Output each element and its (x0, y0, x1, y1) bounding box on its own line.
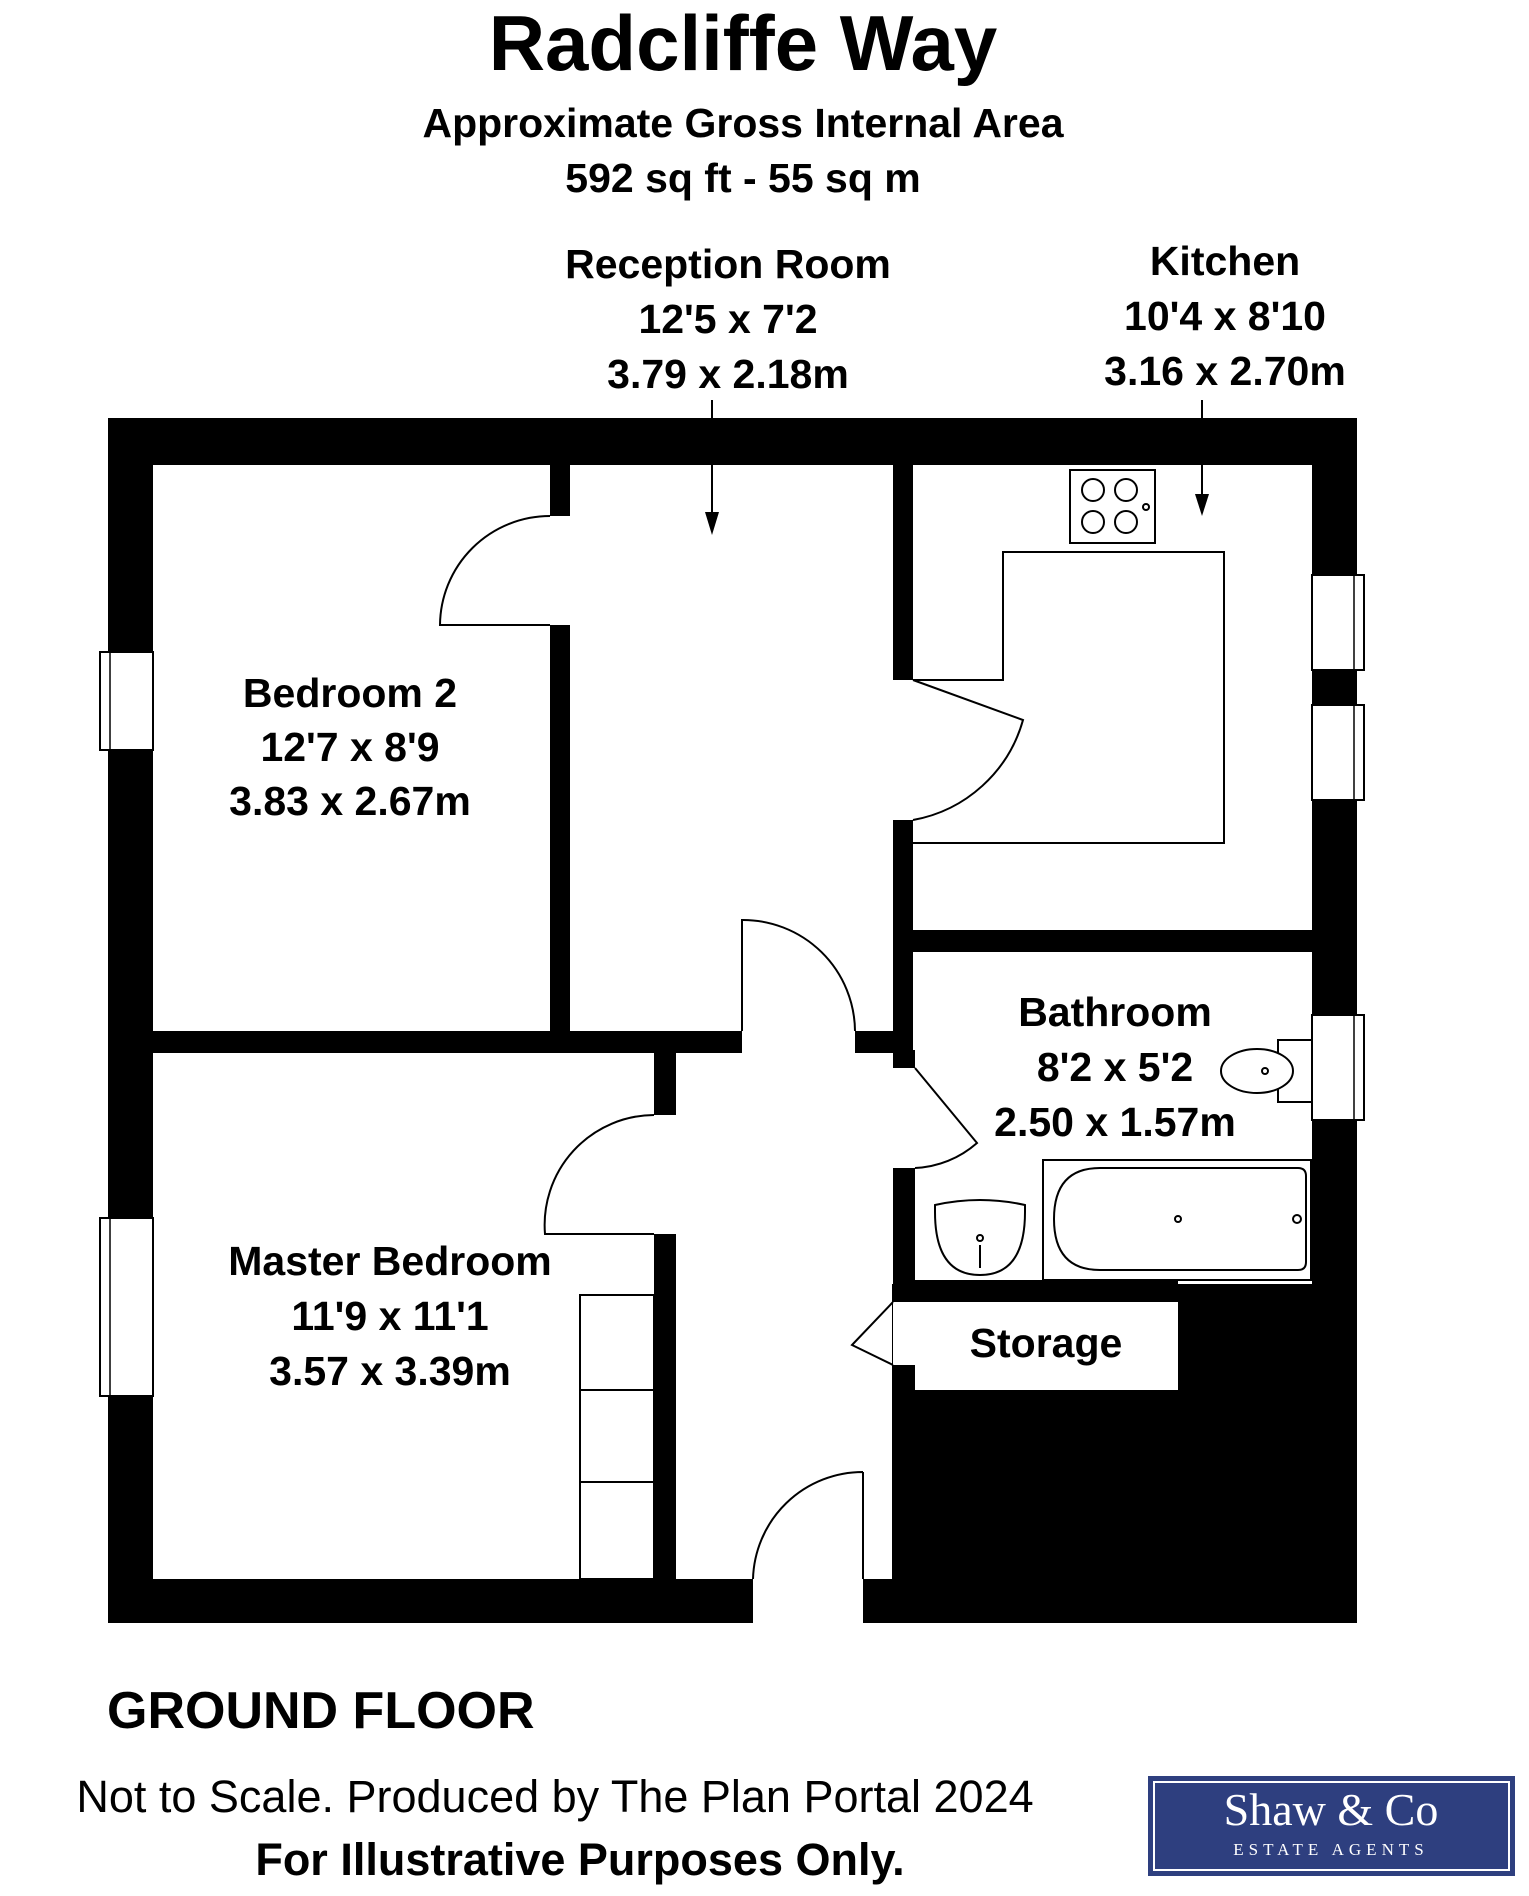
bedroom2-metric: 3.83 x 2.67m (229, 778, 471, 824)
doors (438, 515, 1025, 1580)
shaw-co-logo: Shaw & Co ESTATE AGENTS (1148, 1776, 1515, 1876)
bath-icon (1042, 1159, 1312, 1281)
bedroom2-name: Bedroom 2 (243, 670, 457, 716)
reception-room-metric: 3.79 x 2.18m (607, 351, 849, 397)
wall-hall-bathroom-upper (893, 1050, 915, 1068)
wall-reception-hall-right (855, 1031, 913, 1053)
wall-reception-kitchen-upper (893, 462, 913, 680)
wall-kitchen-bathroom (893, 930, 1312, 952)
hob-icon (1069, 469, 1156, 544)
storage-room-left-gap (893, 1302, 915, 1365)
solid-block-top (1178, 1284, 1357, 1394)
wall-bathroom-storage (893, 1280, 1178, 1302)
outer-wall-bottom-left (108, 1579, 753, 1623)
storage-label: Storage (970, 1320, 1123, 1366)
kitchen-counter (913, 551, 1225, 844)
plan-title: Radcliffe Way (489, 0, 998, 87)
window-kitchen-2 (1311, 704, 1365, 801)
master-bedroom-name: Master Bedroom (228, 1238, 552, 1284)
bedroom2-imperial: 12'7 x 8'9 (260, 724, 439, 770)
front-door-gap (753, 1579, 863, 1623)
area-label: Approximate Gross Internal Area (422, 100, 1064, 146)
window-kitchen-1 (1311, 574, 1365, 671)
kitchen-imperial: 10'4 x 8'10 (1124, 293, 1326, 339)
door-storage (850, 1301, 894, 1366)
wall-bed2-master (150, 1031, 742, 1053)
windows (99, 574, 1365, 1397)
bathroom-label: Bathroom 8'2 x 5'2 2.50 x 1.57m (994, 989, 1236, 1145)
window-bedroom2 (99, 651, 154, 751)
floor-label: GROUND FLOOR (107, 1682, 535, 1740)
bathroom-name: Bathroom (1018, 989, 1212, 1035)
wall-reception-hall-left (710, 1031, 740, 1041)
logo-name: Shaw & Co (1224, 1784, 1439, 1835)
reception-room-imperial: 12'5 x 7'2 (638, 296, 817, 342)
storage-room (915, 1302, 1178, 1390)
wall-bed2-reception-upper (550, 462, 570, 516)
wall-master-hall-lower (654, 1234, 676, 1582)
master-bedroom-label: Master Bedroom 11'9 x 11'1 3.57 x 3.39m (228, 1238, 552, 1394)
reception-room-label: Reception Room 12'5 x 7'2 3.79 x 2.18m (565, 241, 891, 397)
toilet-icon (1220, 1039, 1313, 1103)
outer-wall-top (108, 418, 1357, 465)
outer-wall-right-upper (1312, 418, 1357, 1284)
wardrobe (579, 1294, 655, 1580)
window-bathroom (1311, 1014, 1365, 1121)
door-front (752, 1471, 864, 1580)
kitchen-label: Kitchen 10'4 x 8'10 3.16 x 2.70m (1104, 238, 1346, 394)
bedroom2-label: Bedroom 2 12'7 x 8'9 3.83 x 2.67m (229, 670, 471, 824)
outer-wall-left (108, 418, 153, 1623)
kitchen-pointer-arrowhead (1195, 494, 1209, 516)
wall-hall-bathroom-lower (893, 1168, 915, 1301)
door-reception-hall (741, 918, 856, 1032)
door-master-bedroom (543, 1114, 655, 1235)
door-bathroom (914, 1067, 979, 1169)
bathroom-imperial: 8'2 x 5'2 (1037, 1044, 1193, 1090)
basin-icon (934, 1199, 1026, 1277)
logo-tagline: ESTATE AGENTS (1233, 1840, 1428, 1859)
master-bedroom-imperial: 11'9 x 11'1 (291, 1293, 488, 1339)
door-bedroom2 (438, 515, 551, 626)
wall-storage-left-lower (893, 1365, 915, 1583)
master-bedroom-metric: 3.57 x 3.39m (269, 1348, 511, 1394)
bathroom-metric: 2.50 x 1.57m (994, 1099, 1236, 1145)
area-value: 592 sq ft - 55 sq m (565, 155, 920, 201)
door-kitchen (912, 679, 1025, 821)
reception-pointer-arrowhead (705, 512, 719, 535)
kitchen-metric: 3.16 x 2.70m (1104, 348, 1346, 394)
footer-illustrative: For Illustrative Purposes Only. (255, 1834, 904, 1885)
wall-bed2-reception-lower (550, 625, 570, 1035)
window-master (99, 1217, 154, 1397)
kitchen-name: Kitchen (1150, 238, 1300, 284)
reception-room-name: Reception Room (565, 241, 891, 287)
wall-master-hall-upper (654, 1050, 676, 1115)
footer-disclaimer: Not to Scale. Produced by The Plan Porta… (76, 1771, 1033, 1822)
